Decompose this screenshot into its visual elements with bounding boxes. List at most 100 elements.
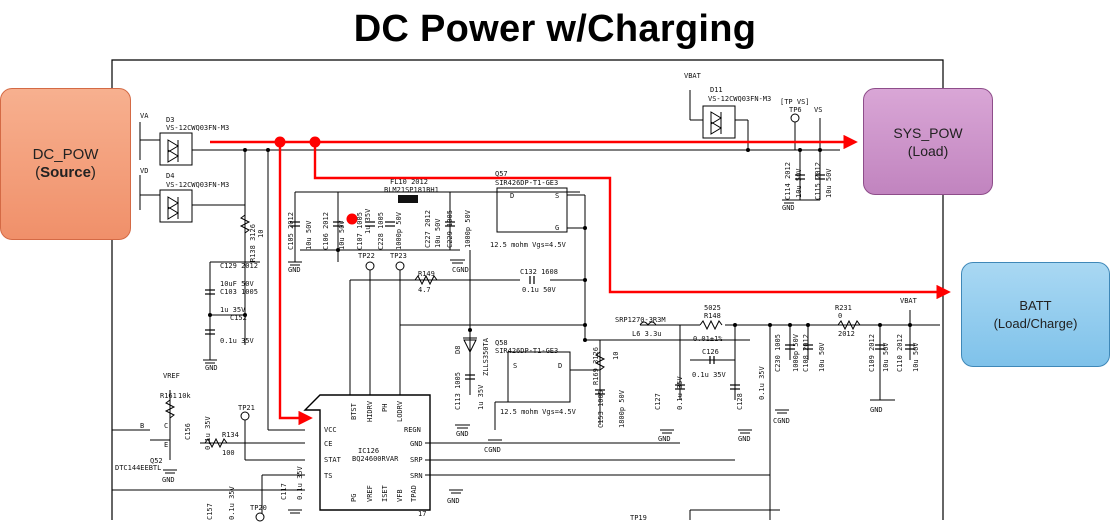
pin-srn: SRN xyxy=(410,472,423,480)
label-vd: VD xyxy=(140,167,148,175)
label-q58-d: D xyxy=(558,362,562,370)
label-q57: Q57 xyxy=(495,170,508,178)
label-c110-value: 10u 50V xyxy=(912,342,920,372)
capacitor-symbols xyxy=(205,174,915,395)
label-c109: C109 2012 xyxy=(868,334,876,372)
label-d4: D4 xyxy=(166,172,174,180)
label-c153-value: 1800p 50V xyxy=(618,389,626,428)
diagram-title: DC Power w/Charging xyxy=(353,8,757,50)
label-r149: R149 xyxy=(418,270,435,278)
label-c115: C115 2012 xyxy=(814,162,822,200)
label-r231-value: 0 xyxy=(838,312,842,320)
label-r161: R161 xyxy=(160,392,177,400)
label-c114-value: 10u 50V xyxy=(795,168,803,198)
label-gnd-9: GND xyxy=(870,406,883,414)
block-batt: BATT (Load/Charge) xyxy=(961,262,1110,367)
label-c127-value: 0.1u 35V xyxy=(676,375,684,410)
label-r138: R138 3126 xyxy=(249,224,257,262)
pin-btst: BTST xyxy=(350,402,358,420)
label-c108: C108 2012 xyxy=(802,334,810,372)
label-srp: SRP1270-3R3M xyxy=(615,316,666,324)
label-c129-value: 10uF 50V xyxy=(220,280,255,288)
block-dc-pow-paren-close: ) xyxy=(90,164,96,181)
label-c105-value: 10u 50V xyxy=(305,220,313,250)
label-q57-part: SIR426DP-T1-GE3 xyxy=(495,179,558,187)
flow-to-charger-ic xyxy=(278,142,313,426)
label-q58: Q58 xyxy=(495,339,508,347)
label-c106-value: 10u 50V xyxy=(338,220,346,250)
label-r231-size: 2012 xyxy=(838,330,855,338)
component-labels: VA VD D3 VS-12CWQ03FN-M3 D4 VS-12CWQ03FN… xyxy=(115,72,920,522)
pin-stat: STAT xyxy=(324,456,342,464)
label-q58-part: SIR426DP-T1-GE3 xyxy=(495,347,558,355)
label-tp6: TP6 xyxy=(789,106,802,114)
label-c132: C132 1608 xyxy=(520,268,558,276)
label-r169-value: 10 xyxy=(612,352,620,360)
pin-iset: ISET xyxy=(381,484,389,502)
label-d4-part: VS-12CWQ03FN-M3 xyxy=(166,181,229,189)
label-c228-value: 1000p 50V xyxy=(395,211,403,250)
label-r134-value: 100 xyxy=(222,449,235,457)
passive-symbols xyxy=(164,214,861,449)
label-tp22: TP22 xyxy=(358,252,375,260)
label-gnd-1: GND xyxy=(288,266,301,274)
pin-gnd: GND xyxy=(410,440,423,448)
label-q52-b: B xyxy=(140,422,144,430)
label-fl10-part: BLM21SP181BH1 xyxy=(384,186,439,194)
wire-junctions xyxy=(208,148,912,342)
label-c113: C113 1005 xyxy=(454,372,462,410)
block-sys-pow-role: (Load) xyxy=(907,142,949,159)
label-c113-value: 1u 35V xyxy=(477,384,485,410)
label-cgnd-3: CGND xyxy=(773,417,790,425)
label-c129: C129 2012 xyxy=(220,262,258,270)
pin-hidrv: HIDRV xyxy=(366,400,374,422)
label-d8: D8 xyxy=(454,346,462,354)
pin-tpad: TPAD xyxy=(410,485,418,502)
label-c229-value: 1000p 50V xyxy=(464,209,472,248)
label-tp20: TP20 xyxy=(250,504,267,512)
label-c126: C126 xyxy=(702,348,719,356)
label-r148-value: 0.01±1% xyxy=(693,335,723,343)
label-cgnd-2: CGND xyxy=(484,446,501,454)
label-c227: C227 2012 xyxy=(424,210,432,248)
label-tp19: TP19 xyxy=(630,514,647,522)
label-gnd-6: GND xyxy=(738,435,751,443)
block-batt-role: (Load/Charge) xyxy=(993,315,1078,331)
label-d3: D3 xyxy=(166,116,174,124)
label-q52: Q52 xyxy=(150,457,163,465)
label-gnd-2: GND xyxy=(205,364,218,372)
label-d11-part: VS-12CWQ03FN-M3 xyxy=(708,95,771,103)
label-c157-value: 0.1u 35V xyxy=(228,485,236,520)
label-gnd-7: GND xyxy=(447,497,460,505)
label-r138-value: 10 xyxy=(257,230,265,238)
label-c230-value: 1000p 50V xyxy=(792,333,800,372)
label-fl10: FL10 2012 xyxy=(390,178,428,186)
label-vs: VS xyxy=(814,106,822,114)
label-tp-vs: [TP VS] xyxy=(780,98,810,106)
label-d3-part: VS-12CWQ03FN-M3 xyxy=(166,124,229,132)
label-c228: C228 1005 xyxy=(377,212,385,250)
block-sys-pow: SYS_POW (Load) xyxy=(863,88,993,195)
label-q57-d: D xyxy=(510,192,514,200)
flow-to-batt xyxy=(313,142,951,300)
label-r231: R231 xyxy=(835,304,852,312)
label-q58-s: S xyxy=(513,362,517,370)
block-dc-pow: DC_POW (Source) xyxy=(0,88,131,240)
label-q58-spec: 12.5 mohm Vgs=4.5V xyxy=(500,408,577,416)
label-c227-value: 10u 50V xyxy=(434,218,442,248)
label-gnd-3: GND xyxy=(782,204,795,212)
label-q57-g: G xyxy=(555,224,559,232)
pin-ce: CE xyxy=(324,440,332,448)
label-gnd-4: GND xyxy=(456,430,469,438)
label-r148-size: 5025 xyxy=(704,304,721,312)
label-c108-value: 10u 50V xyxy=(818,342,826,372)
pin-srp: SRP xyxy=(410,456,423,464)
block-batt-name: BATT xyxy=(1019,297,1052,313)
label-c153: C153 1005 xyxy=(597,390,605,428)
pin-lodrv: LODRV xyxy=(396,400,404,422)
pin-vcc: VCC xyxy=(324,426,337,434)
test-points xyxy=(240,113,800,522)
label-r161-value: 10k xyxy=(178,392,191,400)
label-q57-s: S xyxy=(555,192,559,200)
label-gnd-8: GND xyxy=(162,476,175,484)
